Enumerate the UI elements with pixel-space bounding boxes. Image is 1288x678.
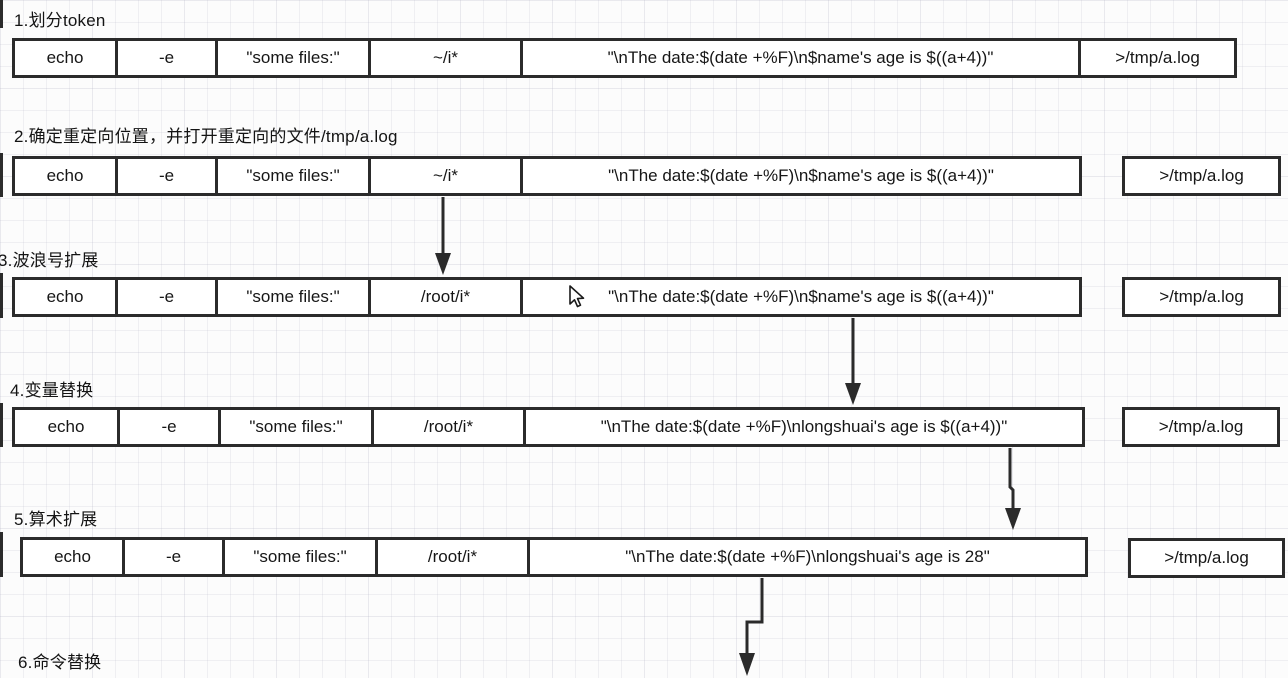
- token-cell-string: "some files:": [218, 280, 371, 314]
- step-4-redirect-box: >/tmp/a.log: [1122, 407, 1280, 447]
- token-cell-long-string: "\nThe date:$(date +%F)\nlongshuai's age…: [526, 410, 1082, 444]
- token-cell-glob: /root/i*: [374, 410, 526, 444]
- token-cell-glob: /root/i*: [371, 280, 523, 314]
- token-cell-echo: echo: [15, 410, 120, 444]
- step-2-command-box: echo -e "some files:" ~/i* "\nThe date:$…: [12, 156, 1082, 196]
- token-cell-option: -e: [118, 41, 218, 75]
- step-1-label: 1.划分token: [14, 11, 106, 30]
- step-5-command-box: echo -e "some files:" /root/i* "\nThe da…: [20, 537, 1088, 577]
- token-cell-echo: echo: [15, 159, 118, 193]
- token-cell-redirect: >/tmp/a.log: [1081, 41, 1234, 75]
- cropped-box-edge: [0, 273, 3, 318]
- token-cell-echo: echo: [15, 41, 118, 75]
- arrow-tilde-expansion: [435, 197, 451, 275]
- step-4-label: 4.变量替换: [10, 381, 94, 400]
- cropped-box-edge: [0, 532, 3, 577]
- token-cell-long-string: "\nThe date:$(date +%F)\n$name's age is …: [523, 280, 1079, 314]
- token-cell-option: -e: [120, 410, 221, 444]
- step-5-redirect-box: >/tmp/a.log: [1128, 538, 1285, 578]
- token-cell-option: -e: [118, 280, 218, 314]
- token-cell-string: "some files:": [225, 540, 378, 574]
- step-3-label: 3.波浪号扩展: [0, 251, 99, 270]
- token-cell-glob: ~/i*: [371, 41, 523, 75]
- token-cell-string: "some files:": [218, 41, 371, 75]
- token-cell-glob: /root/i*: [378, 540, 530, 574]
- token-cell-long-string: "\nThe date:$(date +%F)\n$name's age is …: [523, 41, 1081, 75]
- arrow-command-substitution: [739, 578, 764, 676]
- cropped-box-edge: [0, 0, 3, 28]
- token-cell-long-string: "\nThe date:$(date +%F)\nlongshuai's age…: [530, 540, 1085, 574]
- step-2-label: 2.确定重定向位置，并打开重定向的文件/tmp/a.log: [14, 127, 398, 146]
- arrow-variable-substitution: [845, 318, 861, 405]
- cropped-box-edge: [0, 153, 3, 197]
- token-cell-echo: echo: [15, 280, 118, 314]
- token-cell-option: -e: [118, 159, 218, 193]
- step-5-label: 5.算术扩展: [14, 510, 98, 529]
- token-cell-long-string: "\nThe date:$(date +%F)\n$name's age is …: [523, 159, 1079, 193]
- cropped-box-edge: [0, 403, 3, 447]
- step-2-redirect-box: >/tmp/a.log: [1122, 156, 1281, 196]
- token-cell-string: "some files:": [218, 159, 371, 193]
- token-cell-string: "some files:": [221, 410, 374, 444]
- step-3-command-box: echo -e "some files:" /root/i* "\nThe da…: [12, 277, 1082, 317]
- arrow-arithmetic-expansion: [1005, 448, 1021, 530]
- step-3-redirect-box: >/tmp/a.log: [1122, 277, 1281, 317]
- step-4-command-box: echo -e "some files:" /root/i* "\nThe da…: [12, 407, 1085, 447]
- token-cell-option: -e: [125, 540, 225, 574]
- token-cell-glob: ~/i*: [371, 159, 523, 193]
- step-1-command-box: echo -e "some files:" ~/i* "\nThe date:$…: [12, 38, 1237, 78]
- step-6-label: 6.命令替换: [18, 653, 102, 672]
- token-cell-echo: echo: [23, 540, 125, 574]
